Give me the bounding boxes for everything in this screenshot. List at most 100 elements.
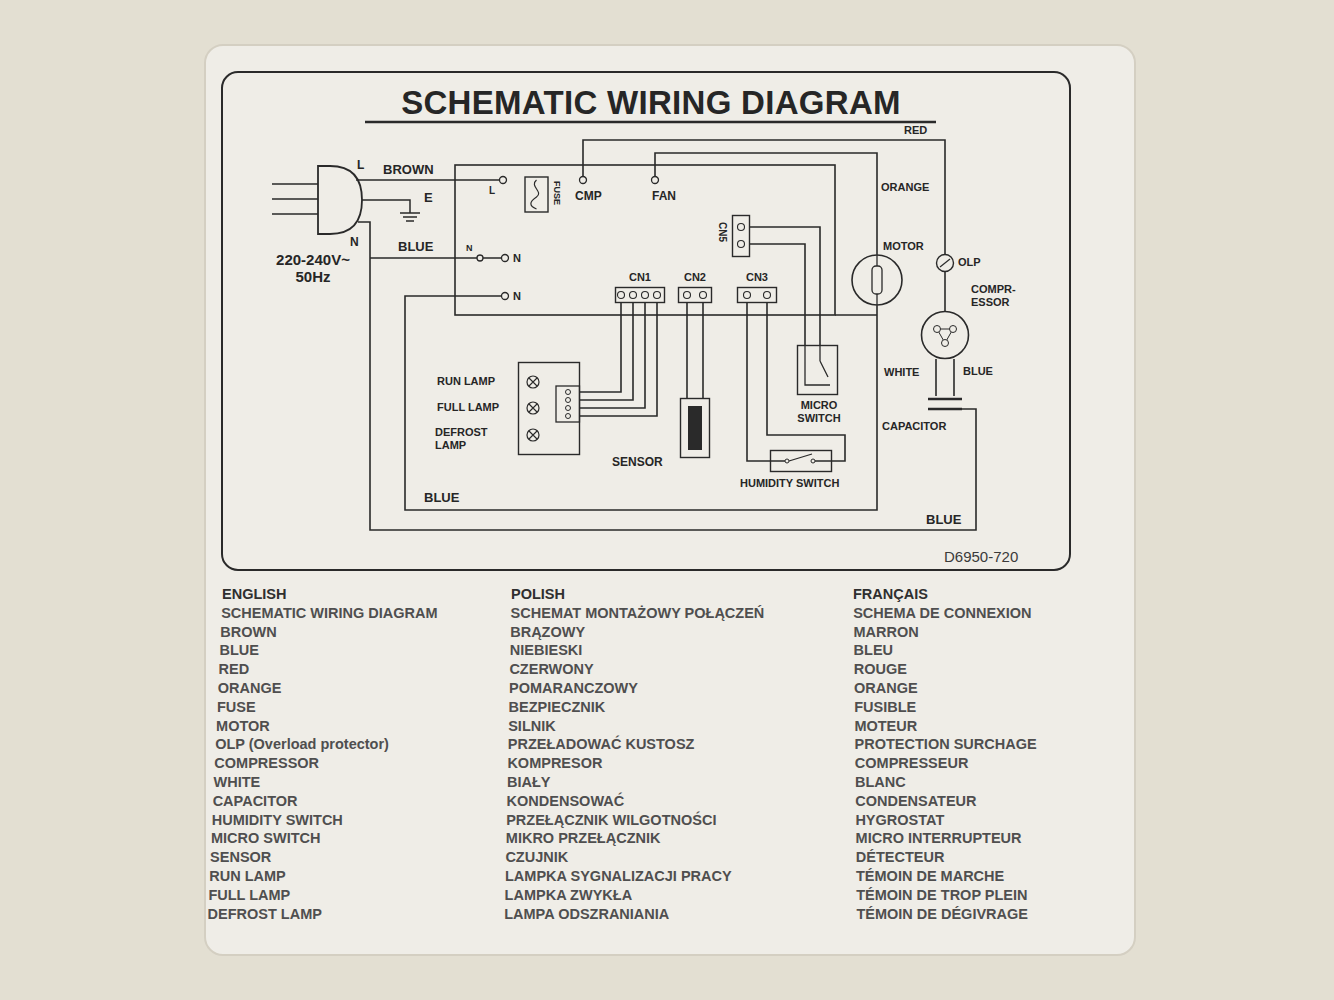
micro-switch: MICRO SWITCH bbox=[797, 345, 838, 395]
wire-label: 220-240V~ 50Hz bbox=[268, 251, 358, 286]
wire-label: D6950-720 bbox=[944, 548, 1018, 565]
connector-cn1-part bbox=[616, 288, 665, 303]
humidity-switch-part bbox=[770, 454, 832, 461]
translation-text: MICRO INTERRUPTEUR bbox=[856, 830, 1022, 847]
capacitor-symbol: CAPACITOR bbox=[928, 396, 962, 412]
wire bbox=[686, 303, 688, 398]
lamp-panel-part bbox=[566, 414, 571, 419]
connector-cn5-part bbox=[738, 224, 745, 231]
translation-text: CONDENSATEUR bbox=[855, 793, 976, 810]
component-label: CN3 bbox=[737, 271, 777, 284]
translation-text: POLISH bbox=[511, 586, 565, 603]
overload-protector-part bbox=[940, 259, 950, 267]
component-label: FULL LAMP bbox=[437, 401, 499, 414]
capacitor-symbol-part bbox=[928, 399, 962, 409]
wire bbox=[580, 303, 621, 392]
connector-cn5-part bbox=[738, 241, 745, 248]
wire-bundle bbox=[580, 303, 657, 416]
connector-cn3-part bbox=[744, 292, 751, 299]
lamp-panel: RUN LAMPFULL LAMPDEFROST LAMP bbox=[518, 362, 580, 455]
plug-pins bbox=[272, 184, 318, 214]
translation-text: KONDENSOWAĆ bbox=[507, 793, 625, 810]
translation-text: BIAŁY bbox=[507, 774, 551, 791]
wire bbox=[702, 303, 704, 398]
compressor-symbol: COMPR- ESSOR bbox=[921, 311, 969, 359]
wire-label: L bbox=[357, 159, 364, 173]
component-label: OLP bbox=[958, 256, 981, 269]
wires bbox=[356, 140, 976, 530]
translation-text: SCHEMA DE CONNEXION bbox=[853, 605, 1031, 622]
overload-protector-part bbox=[937, 255, 954, 272]
translation-text: BLEU bbox=[854, 642, 893, 659]
translation-text: COMPRESSEUR bbox=[855, 755, 969, 772]
humidity-switch-part bbox=[771, 451, 832, 472]
translation-text: ENGLISH bbox=[222, 586, 286, 603]
control-board bbox=[455, 165, 835, 315]
translation-text: PRZEŁADOWAĆ KUSTOSZ bbox=[508, 736, 695, 753]
lamp-panel-part bbox=[529, 404, 537, 412]
overload-protector-shape bbox=[936, 254, 954, 272]
translation-text: BEZPIECZNIK bbox=[509, 699, 606, 716]
fuse-element bbox=[531, 180, 539, 209]
lamp-panel-part bbox=[529, 378, 537, 386]
lamp-panel-part bbox=[566, 398, 571, 403]
wire-label: N bbox=[513, 290, 521, 303]
fuse-symbol bbox=[525, 177, 548, 212]
translation-text: PROTECTION SURCHAGE bbox=[855, 736, 1037, 753]
motor-symbol-part bbox=[852, 255, 902, 305]
translation-text: POMARANCZOWY bbox=[509, 680, 638, 697]
translation-text: RED bbox=[219, 661, 250, 678]
translation-text: DÉTECTEUR bbox=[856, 849, 945, 866]
wire-label: E bbox=[424, 191, 433, 206]
component-label: CN1 bbox=[615, 271, 665, 284]
wire-bundle bbox=[945, 272, 946, 311]
translation-text: HUMIDITY SWITCH bbox=[212, 812, 343, 829]
wire-label: L bbox=[489, 185, 495, 197]
lamp-panel-part bbox=[527, 376, 539, 388]
wire bbox=[767, 303, 845, 461]
wire-label: FAN bbox=[652, 190, 676, 204]
wire-bundle bbox=[747, 303, 845, 461]
connector-cn1-part bbox=[654, 292, 661, 299]
overload-protector: OLP bbox=[936, 254, 954, 272]
translation-text: FULL LAMP bbox=[208, 887, 290, 904]
connector-cn2-part bbox=[679, 288, 712, 303]
ground-symbol bbox=[362, 200, 420, 221]
translation-text: MARRON bbox=[853, 624, 918, 641]
motor-symbol-shape bbox=[851, 254, 903, 306]
compressor-symbol-part bbox=[934, 326, 941, 333]
translation-text: FUSIBLE bbox=[854, 699, 916, 716]
sensor-symbol-part bbox=[681, 399, 710, 458]
component-label: DEFROST LAMP bbox=[435, 426, 507, 451]
connector-cn1-part bbox=[642, 292, 649, 299]
translation-text: COMPRESSOR bbox=[214, 755, 319, 772]
translation-text: LAMPKA SYGNALIZACJI PRACY bbox=[505, 868, 732, 885]
wire bbox=[935, 359, 937, 396]
component-label: MOTOR bbox=[883, 240, 924, 253]
humidity-switch-part bbox=[785, 459, 789, 463]
translation-text: MIKRO PRZEŁĄCZNIK bbox=[506, 830, 661, 847]
translation-text: RUN LAMP bbox=[209, 868, 286, 885]
connector-cn1-shape bbox=[615, 287, 665, 303]
wire-label: FUSE bbox=[552, 181, 562, 205]
translation-text: DEFROST LAMP bbox=[208, 906, 322, 923]
translation-text: SENSOR bbox=[210, 849, 271, 866]
wire-label: N bbox=[513, 252, 521, 265]
translation-text: CZUJNIK bbox=[505, 849, 568, 866]
compressor-symbol-part bbox=[922, 312, 969, 359]
motor-symbol: MOTOR bbox=[851, 254, 903, 306]
translation-text: TÉMOIN DE MARCHE bbox=[856, 868, 1004, 885]
micro-switch-shape bbox=[797, 345, 838, 395]
translation-text: MOTEUR bbox=[854, 718, 917, 735]
lamp-panel-part bbox=[527, 402, 539, 414]
wire-label: BLUE bbox=[926, 513, 961, 528]
translation-text: LAMPA ODSZRANIANIA bbox=[504, 906, 669, 923]
wire bbox=[580, 303, 657, 416]
wire bbox=[580, 303, 645, 408]
connector-cn2-shape bbox=[678, 287, 712, 303]
wire bbox=[953, 359, 955, 396]
compressor-symbol-part bbox=[942, 340, 949, 347]
compressor-symbol-part bbox=[950, 326, 957, 333]
